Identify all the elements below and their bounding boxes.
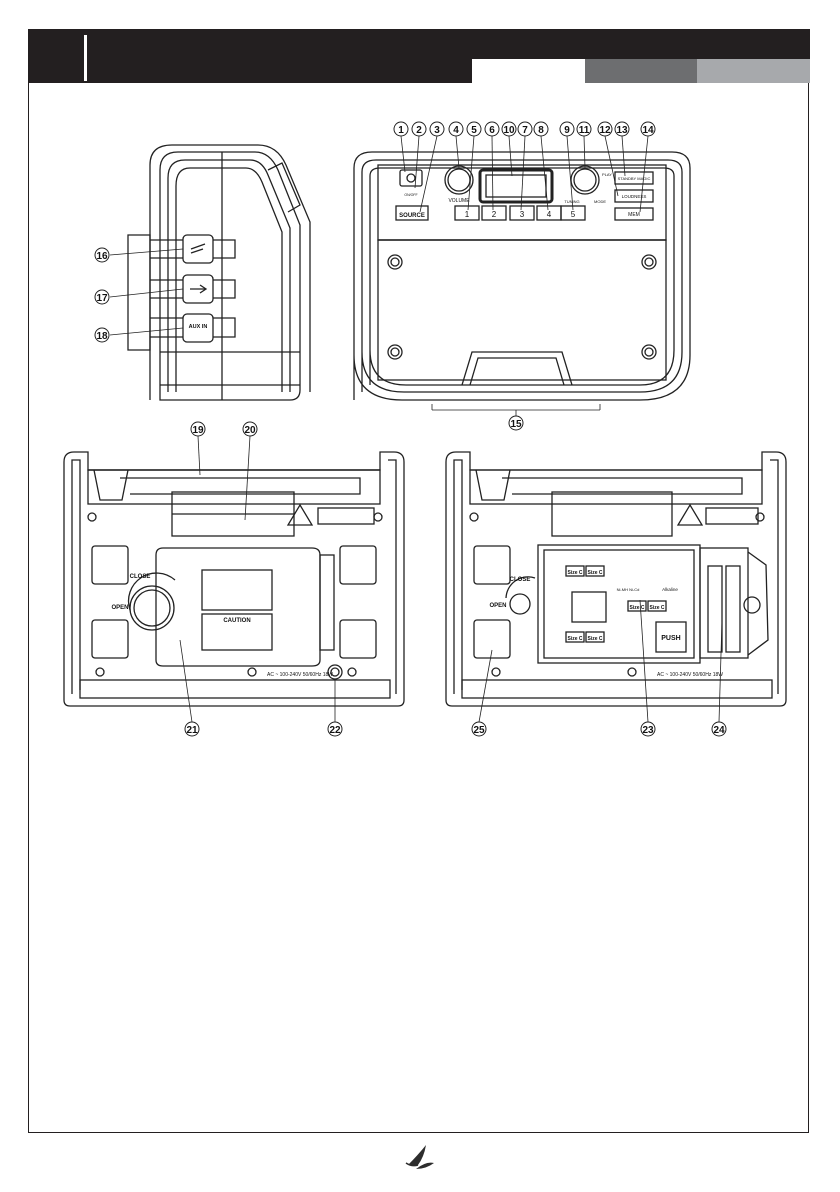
onoff-label: ON/OFF: [404, 193, 417, 197]
preset-5-label: 5: [571, 210, 576, 219]
alkaline-label: Alkaline: [662, 587, 678, 592]
preset-1-label: 1: [465, 210, 470, 219]
cell-label-1: Size C: [567, 570, 582, 576]
cell-label-6: Size C: [587, 636, 602, 642]
back-left-callout-circles: [185, 422, 342, 736]
callout-14: 14: [642, 125, 654, 136]
callout-8: 8: [538, 125, 544, 136]
side-view-figure: [128, 145, 310, 400]
aux-in-label: AUX IN: [189, 324, 208, 330]
cell-label-4: Size C: [649, 605, 664, 611]
back-view-open-figure: [446, 452, 786, 706]
close-label-left: CLOSE: [130, 574, 151, 580]
standby-magic-label: STANDBY MAGIC: [618, 176, 651, 181]
callout-23: 23: [642, 725, 654, 736]
callout-21: 21: [186, 725, 198, 736]
callout-17: 17: [96, 293, 108, 304]
callout-10: 10: [503, 125, 515, 136]
callout-4: 4: [453, 125, 459, 136]
callout-11: 11: [579, 125, 590, 136]
front-callout-leaders: [401, 136, 648, 416]
callout-22: 22: [329, 725, 341, 736]
back-right-callout-leaders: [479, 600, 722, 722]
nimh-label: Ni-MH Ni-Cd: [617, 587, 640, 592]
loudness-label: LOUDNESS: [622, 194, 647, 199]
callout-15: 15: [510, 419, 522, 430]
brand-logo-icon: [404, 1143, 436, 1173]
mode-label: MODE: [594, 199, 606, 204]
callout-6: 6: [489, 125, 495, 136]
source-button-label: SOURCE: [399, 213, 425, 219]
callout-5: 5: [471, 125, 477, 136]
callout-19: 19: [192, 425, 204, 436]
callout-12: 12: [599, 125, 611, 136]
preset-4-label: 4: [547, 210, 552, 219]
callout-25: 25: [473, 725, 485, 736]
preset-2-label: 2: [492, 210, 497, 219]
callout-24: 24: [713, 725, 725, 736]
caution-label: CAUTION: [223, 618, 250, 624]
callout-20: 20: [244, 425, 256, 436]
callout-18: 18: [96, 331, 108, 342]
callout-2: 2: [416, 125, 422, 136]
back-view-closed-figure: [64, 452, 404, 706]
callout-9: 9: [564, 125, 570, 136]
callout-3: 3: [434, 125, 440, 136]
mem-label: MEM: [628, 212, 640, 218]
open-label-right: OPEN: [489, 603, 506, 609]
play-label: PLAY: [602, 172, 612, 177]
callout-16: 16: [96, 251, 108, 262]
callout-13: 13: [616, 125, 628, 136]
ac-rating-right: AC ~ 100-240V 50/60Hz 18W: [657, 672, 723, 678]
callout-1: 1: [398, 125, 404, 136]
cell-label-3: Size C: [629, 605, 644, 611]
callout-7: 7: [522, 125, 528, 136]
open-label-left: OPEN: [111, 605, 128, 611]
cell-label-2: Size C: [587, 570, 602, 576]
volume-label: VOLUME: [448, 198, 470, 204]
cell-label-5: Size C: [567, 636, 582, 642]
back-right-callout-circles: [472, 722, 726, 736]
preset-3-label: 3: [520, 210, 525, 219]
close-label-right: CLOSE: [510, 577, 531, 583]
back-left-callout-leaders: [180, 436, 335, 722]
ac-rating-left: AC ~ 100-240V 50/60Hz 18W: [267, 672, 333, 678]
push-label: PUSH: [661, 635, 680, 642]
